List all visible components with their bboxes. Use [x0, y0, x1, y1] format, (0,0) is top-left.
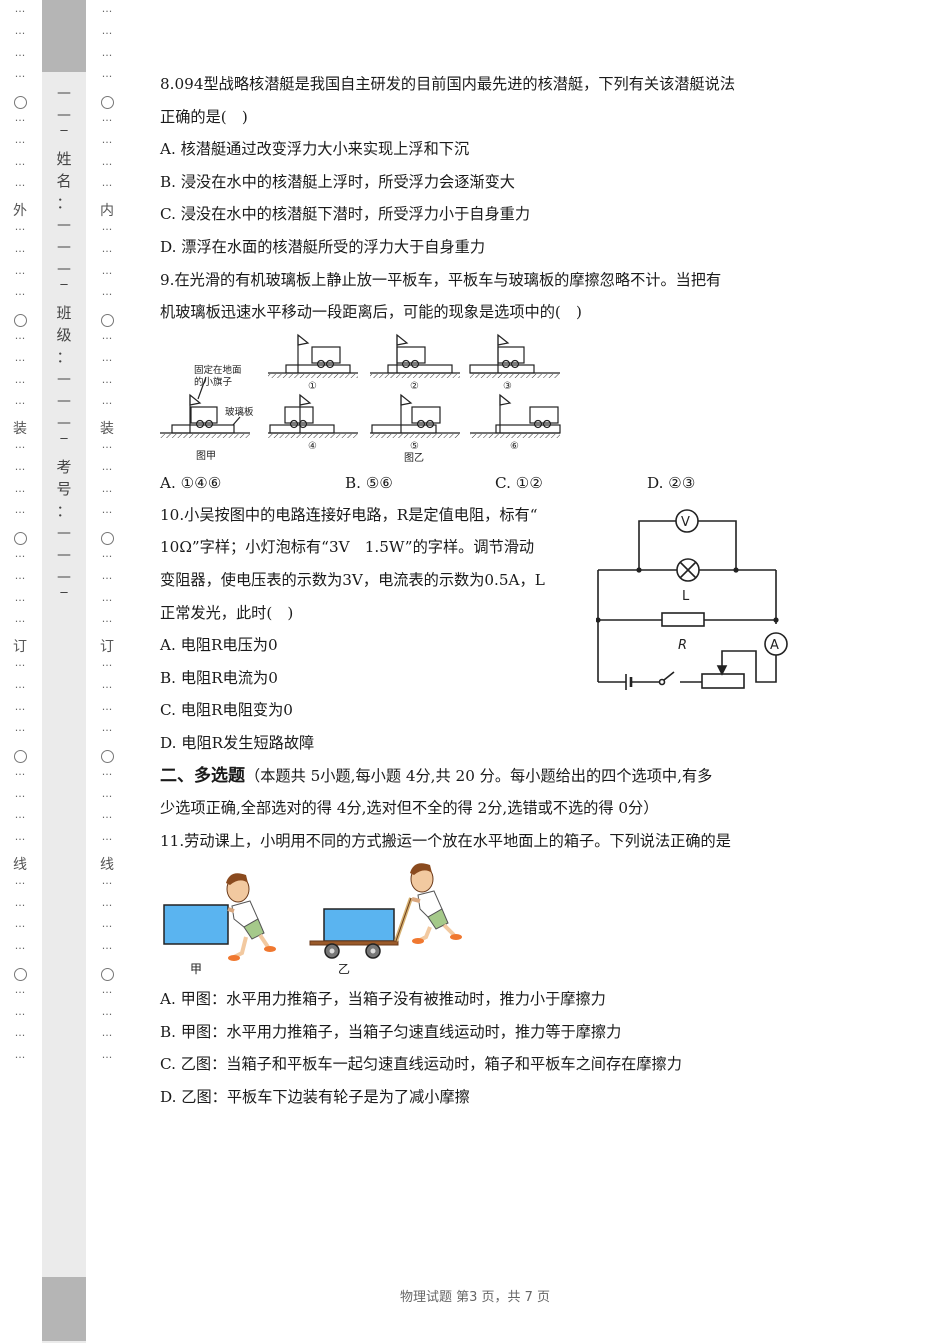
q11-option-d[interactable]: D. 乙图：平板车下边装有轮子是为了减小摩擦: [160, 1088, 470, 1107]
svg-text:③: ③: [503, 381, 512, 392]
class-label: 班: [56, 304, 72, 322]
circle-mark-icon: [100, 313, 114, 327]
panel-3: [469, 333, 560, 378]
q9-stem: 9.在光滑的有机玻璃板上静止放一平板车，平板车与玻璃板的摩擦忽略不计。当把有: [160, 270, 722, 289]
circle-mark-icon: [100, 967, 114, 981]
circle-mark-icon: [13, 749, 27, 763]
exam-number-label: 考: [56, 458, 72, 476]
name-blank[interactable]: —: [57, 217, 71, 233]
question-10: 10.小吴按图中的电路连接好电路，R是定值电阻，标有“ 10Ω”字样；小灯泡标有…: [160, 499, 800, 760]
circle-mark-icon: [13, 95, 27, 109]
q8-option-b[interactable]: B. 浸没在水中的核潜艇上浮时，所受浮力会逐渐变大: [160, 172, 515, 191]
binding-strip-top-cap: [42, 0, 86, 72]
q9-option-b[interactable]: B. ⑤⑥: [345, 473, 394, 492]
section-2-header: 二、多选题（本题共 5小题,每小题 4分,共 20 分。每小题给出的四个选项中,…: [160, 760, 800, 825]
svg-text:②: ②: [410, 381, 419, 392]
q10-option-c[interactable]: C. 电阻R电阻变为0: [160, 701, 293, 720]
q9-stem-cont: 机玻璃板迅速水平移动一段距离后，可能的现象是选项中的( ): [160, 303, 582, 322]
panel-2: [370, 333, 460, 378]
svg-text:⑤: ⑤: [410, 441, 419, 452]
q11-option-c[interactable]: C. 乙图：当箱子和平板车一起匀速直线运动时，箱子和平板车之间存在摩擦力: [160, 1055, 682, 1074]
panel-1: [268, 333, 358, 378]
q10-stem-3: 变阻器，使电压表的示数为3V，电流表的示数为0.5A，L: [160, 570, 545, 589]
q8-option-c[interactable]: C. 浸没在水中的核潜艇下潜时，所受浮力小于自身重力: [160, 205, 531, 224]
svg-text:图乙: 图乙: [404, 452, 424, 463]
exam-number-colon: ：: [56, 502, 72, 520]
inner-mark: 装: [100, 421, 114, 438]
q11-box-pushing-figure: 甲 乙: [163, 863, 462, 976]
svg-text:R: R: [678, 638, 687, 653]
question-11: 11.劳动课上，小明用不同的方式搬运一个放在水平地面上的箱子。下列说法正确的是 …: [160, 825, 800, 1114]
figure-jia: [160, 376, 250, 438]
svg-text:V: V: [681, 515, 690, 530]
q8-stem: 8.094型战略核潜艇是我国自主研发的目前国内最先进的核潜艇，下列有关该潜艇说法: [160, 75, 736, 93]
q10-stem-4: 正常发光，此时( ): [160, 603, 294, 622]
name-colon: ：: [56, 194, 72, 212]
q10-circuit-diagram: V L R A: [596, 508, 788, 690]
svg-text:玻璃板: 玻璃板: [225, 406, 254, 418]
q10-stem-2: 10Ω”字样；小灯泡标有“3V 1.5W”的字样。调节滑动: [160, 538, 535, 557]
svg-text:的小旗子: 的小旗子: [194, 376, 233, 388]
circle-mark-icon: [100, 95, 114, 109]
inner-seal-line: ············ ············ 内 ············…: [95, 5, 119, 1073]
circle-mark-icon: [13, 967, 27, 981]
exam-number-blank[interactable]: —: [57, 525, 71, 541]
inner-mark: 内: [100, 203, 114, 220]
q11-stem: 11.劳动课上，小明用不同的方式搬运一个放在水平地面上的箱子。下列说法正确的是: [160, 831, 731, 850]
outer-mark: 订: [13, 639, 27, 656]
q11-option-a[interactable]: A. 甲图：水平用力推箱子，当箱子没有被推动时，推力小于摩擦力: [160, 990, 606, 1009]
svg-text:①: ①: [308, 381, 317, 392]
question-9: 9.在光滑的有机玻璃板上静止放一平板车，平板车与玻璃板的摩擦忽略不计。当把有 机…: [160, 264, 800, 499]
q11-option-b[interactable]: B. 甲图：水平用力推箱子，当箱子匀速直线运动时，推力等于摩擦力: [160, 1022, 622, 1041]
svg-text:⑥: ⑥: [510, 441, 519, 452]
q10-option-b[interactable]: B. 电阻R电流为0: [160, 668, 278, 687]
outer-mark: 外: [13, 203, 27, 220]
q9-cart-figure: 固定在地面 的小旗子 玻璃板 图甲 ①: [160, 333, 561, 463]
boy-yi: [410, 863, 462, 945]
outer-mark: 装: [13, 421, 27, 438]
name-label: 姓: [56, 150, 72, 168]
svg-text:图甲: 图甲: [196, 450, 216, 462]
section-desc-cont: 少选项正确,全部选对的得 4分,选对但不全的得 2分,选错或不选的得 0分）: [160, 799, 659, 818]
panel-4: [268, 393, 358, 438]
inner-mark: 线: [100, 857, 114, 874]
outer-seal-line: ············ ············ 外 ············…: [8, 5, 32, 1073]
inner-mark: 订: [100, 639, 114, 656]
section-desc: （本题共 5小题,每小题 4分,共 20 分。每小题给出的四个选项中,有多: [245, 766, 713, 785]
svg-text:固定在地面: 固定在地面: [194, 364, 242, 376]
q9-option-d[interactable]: D. ②③: [647, 473, 696, 492]
outer-mark: 线: [13, 857, 27, 874]
panel-6: [470, 393, 561, 438]
q10-stem-1: 10.小吴按图中的电路连接好电路，R是定值电阻，标有“: [160, 505, 538, 524]
svg-text:甲: 甲: [190, 962, 202, 976]
page-footer: 物理试题 第3 页，共 7 页: [399, 1290, 551, 1305]
circle-mark-icon: [100, 749, 114, 763]
binding-strip: [42, 0, 86, 1343]
panel-5: [370, 393, 460, 438]
class-blank[interactable]: —: [57, 371, 71, 387]
q8-option-a[interactable]: A. 核潜艇通过改变浮力大小来实现上浮和下沉: [160, 140, 470, 159]
circle-mark-icon: [13, 313, 27, 327]
q8-option-d[interactable]: D. 漂浮在水面的核潜艇所受的浮力大于自身重力: [160, 237, 486, 256]
q9-option-a[interactable]: A. ①④⑥: [160, 473, 222, 492]
q8-stem-cont: 正确的是( ): [160, 107, 248, 126]
boy-jia: [226, 873, 276, 962]
svg-text:L: L: [682, 589, 690, 604]
circle-mark-icon: [100, 531, 114, 545]
svg-text:④: ④: [308, 441, 317, 452]
binding-strip-bottom-cap: [42, 1277, 86, 1341]
q9-option-c[interactable]: C. ①②: [495, 473, 543, 492]
class-colon: ：: [56, 348, 72, 366]
q10-option-d[interactable]: D. 电阻R发生短路故障: [160, 733, 315, 752]
svg-text:乙: 乙: [338, 962, 350, 976]
page-content: 8.094型战略核潜艇是我国自主研发的目前国内最先进的核潜艇，下列有关该潜艇说法…: [160, 68, 800, 1114]
question-8: 8.094型战略核潜艇是我国自主研发的目前国内最先进的核潜艇，下列有关该潜艇说法…: [160, 68, 800, 264]
section-title: 二、多选题: [160, 765, 245, 786]
svg-text:A: A: [770, 638, 779, 653]
circle-mark-icon: [13, 531, 27, 545]
q10-option-a[interactable]: A. 电阻R电压为0: [160, 636, 278, 655]
q9-options: A. ①④⑥ B. ⑤⑥ C. ①② D. ②③: [160, 467, 800, 499]
student-info-fields: ——‾ 姓 名 ： ———‾ 班 级 ： ———‾ 考 号 ： ———‾: [42, 82, 86, 610]
